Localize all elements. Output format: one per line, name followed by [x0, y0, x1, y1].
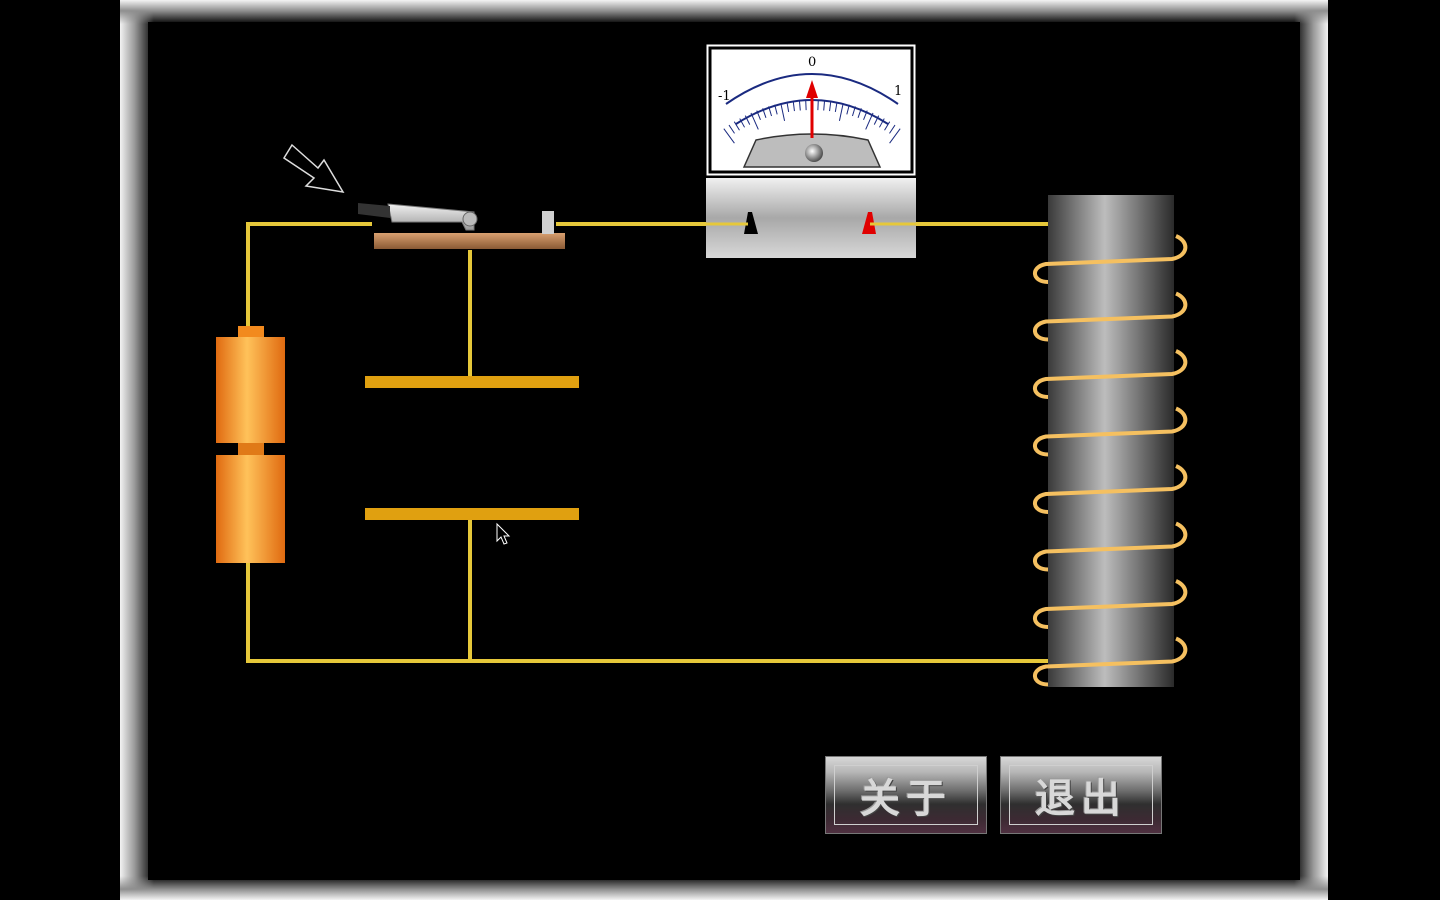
coil-turn: [1033, 406, 1188, 457]
switch-pivot: [462, 211, 478, 227]
meter-tick: [838, 103, 844, 121]
coil-turn: [1033, 464, 1188, 514]
hint-arrow-icon: [282, 143, 345, 193]
coil-turn: [1033, 349, 1188, 399]
capacitor-plate-top: [365, 376, 579, 388]
frame-bottom-bevel: [120, 876, 1328, 900]
meter-tick: [762, 108, 767, 118]
coil-turn: [1033, 579, 1188, 629]
meter-tick: [879, 118, 885, 128]
capacitor-plate-bottom: [365, 508, 579, 520]
coil-turns: [1033, 234, 1188, 687]
meter-terminal-positive: [862, 212, 876, 234]
frame-top-bevel: [120, 0, 1328, 24]
mouse-cursor-icon: [496, 522, 511, 545]
about-button-label: 关于: [860, 776, 952, 822]
meter-tick: [873, 115, 880, 125]
switch-base: [374, 233, 565, 249]
meter-tick: [786, 102, 790, 113]
coil-turn: [1033, 521, 1188, 572]
exit-button-label: 退出: [1035, 776, 1127, 822]
meter-tick: [768, 106, 773, 117]
wire-bottom: [246, 562, 1060, 663]
meter-tick: [733, 121, 740, 131]
meter-tick: [774, 104, 778, 115]
meter-face-border: [708, 46, 914, 174]
switch-handle: [358, 203, 390, 218]
meter-tick: [829, 101, 832, 112]
iron-core: [1048, 195, 1174, 687]
coil-turn: [1033, 636, 1188, 687]
coil-turn: [1033, 291, 1188, 342]
meter-scale-center: 0: [808, 55, 816, 70]
about-button[interactable]: 关于: [825, 756, 987, 834]
meter-tick: [851, 106, 856, 117]
meter-needle: [806, 80, 818, 138]
switch-lever: [387, 203, 475, 231]
meter-tick: [744, 115, 751, 125]
meter-tick: [756, 110, 761, 121]
exit-button-frame: 退出: [1009, 765, 1153, 825]
coil-turn: [1033, 234, 1188, 284]
meter-screw-icon: [805, 144, 823, 162]
battery-cap-mid: [238, 443, 264, 456]
meter-scale-left: -1: [718, 89, 731, 104]
exit-button[interactable]: 退出: [1000, 756, 1162, 834]
meter-tick: [739, 118, 745, 128]
switch-contact: [542, 211, 554, 234]
meter-tick: [823, 100, 826, 111]
meter-tick: [889, 128, 901, 144]
meter-tick: [865, 112, 874, 130]
meter-scale-right: 1: [894, 84, 902, 99]
meter-tick: [780, 103, 786, 121]
meter-tick: [728, 124, 735, 134]
about-button-frame: 关于: [834, 765, 978, 825]
knife-switch[interactable]: [358, 203, 565, 249]
meter-tick: [792, 101, 795, 112]
meter-tick: [723, 128, 735, 144]
meter-tick: [863, 110, 868, 121]
galvanometer: -1 0 1: [705, 43, 917, 258]
meter-tick: [798, 100, 801, 111]
battery-cell-bottom: [216, 455, 285, 563]
inductor-coil: [1033, 195, 1188, 687]
meter-terminal-negative: [744, 212, 758, 234]
meter-tick: [834, 102, 838, 113]
battery-cap-top: [238, 326, 264, 338]
meter-tick: [857, 108, 862, 118]
meter-tick: [750, 112, 759, 130]
meter-tick: [884, 121, 891, 131]
battery: [216, 326, 285, 563]
capacitor: [365, 376, 579, 520]
wire-top-left: [246, 222, 372, 330]
meter-tick: [889, 124, 896, 134]
meter-body: [706, 178, 916, 258]
meter-tick: [846, 104, 850, 115]
meter-scale-arc: [725, 73, 899, 105]
wires: [246, 222, 1060, 663]
battery-cell-top: [216, 337, 285, 443]
